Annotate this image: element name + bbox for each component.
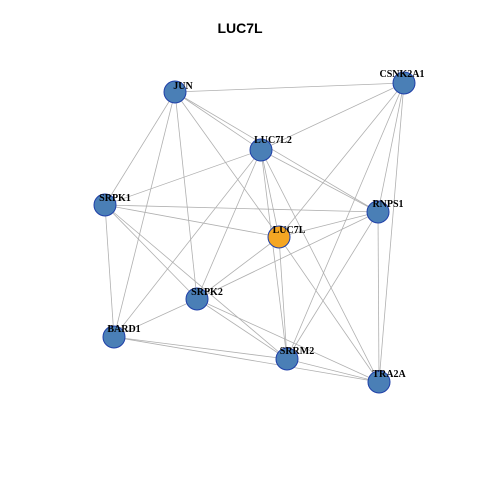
edge-srpk1-srrm2 — [104, 204, 288, 360]
node-tra2a[interactable] — [367, 370, 391, 394]
edge-luc7l2-luc7l — [260, 149, 280, 238]
node-label-srrm2: SRRM2 — [280, 346, 314, 357]
node-luc7l2[interactable] — [249, 138, 273, 162]
node-label-srpk2: SRPK2 — [191, 287, 223, 298]
edge-luc7l-tra2a — [278, 236, 380, 383]
edge-srpk2-srrm2 — [196, 298, 288, 360]
edge-jun-rnps1 — [174, 91, 379, 213]
edge-csnk2a1-luc7l2 — [260, 82, 405, 151]
edge-rnps1-luc7l — [278, 211, 379, 238]
node-bard1[interactable] — [102, 325, 126, 349]
node-luc7l[interactable] — [267, 225, 291, 249]
node-csnk2a1[interactable] — [392, 71, 416, 95]
edge-srpk1-bard1 — [104, 204, 115, 338]
edge-csnk2a1-tra2a — [378, 82, 405, 383]
edge-bard1-srrm2 — [113, 336, 288, 360]
edge-csnk2a1-rnps1 — [377, 82, 405, 213]
edge-jun-luc7l2 — [174, 91, 262, 151]
edge-jun-srpk2 — [174, 91, 198, 300]
node-label-csnk2a1: CSNK2A1 — [379, 69, 424, 80]
edges-layer — [104, 82, 405, 383]
node-label-rnps1: RNPS1 — [372, 199, 403, 210]
edge-jun-bard1 — [113, 91, 176, 338]
edge-rnps1-tra2a — [377, 211, 380, 383]
node-jun[interactable] — [163, 80, 187, 104]
nodes-layer — [93, 71, 416, 394]
edge-srrm2-tra2a — [286, 358, 380, 383]
node-label-tra2a: TRA2A — [372, 369, 406, 380]
edge-jun-srpk1 — [104, 91, 176, 206]
node-srrm2[interactable] — [275, 347, 299, 371]
edge-luc7l2-srpk1 — [104, 149, 262, 206]
edge-bard1-tra2a — [113, 336, 380, 383]
edge-luc7l2-rnps1 — [260, 149, 379, 213]
edge-srpk2-tra2a — [196, 298, 380, 383]
edge-csnk2a1-srrm2 — [286, 82, 405, 360]
node-rnps1[interactable] — [366, 200, 390, 224]
edge-srpk2-bard1 — [113, 298, 198, 338]
edge-luc7l-srrm2 — [278, 236, 288, 360]
edge-luc7l2-bard1 — [113, 149, 262, 338]
edge-luc7l2-tra2a — [260, 149, 380, 383]
node-label-srpk1: SRPK1 — [99, 193, 131, 204]
edge-rnps1-srrm2 — [286, 211, 379, 360]
edge-rnps1-srpk2 — [196, 211, 379, 300]
node-label-luc7l2: LUC7L2 — [254, 135, 292, 146]
edge-srpk1-rnps1 — [104, 204, 379, 213]
edge-srpk1-luc7l — [104, 204, 280, 238]
node-label-luc7l: LUC7L — [273, 225, 306, 236]
node-srpk1[interactable] — [93, 193, 117, 217]
node-label-jun: JUN — [173, 81, 193, 92]
edge-jun-luc7l — [174, 91, 280, 238]
edge-jun-csnk2a1 — [174, 82, 405, 93]
node-srpk2[interactable] — [185, 287, 209, 311]
edge-csnk2a1-luc7l — [278, 82, 405, 238]
edge-luc7l2-srpk2 — [196, 149, 262, 300]
edge-luc7l-srpk2 — [196, 236, 280, 300]
graph-title: LUC7L — [217, 20, 263, 36]
edge-luc7l2-srrm2 — [260, 149, 288, 360]
node-label-bard1: BARD1 — [107, 324, 140, 335]
edge-srpk1-srpk2 — [104, 204, 198, 300]
